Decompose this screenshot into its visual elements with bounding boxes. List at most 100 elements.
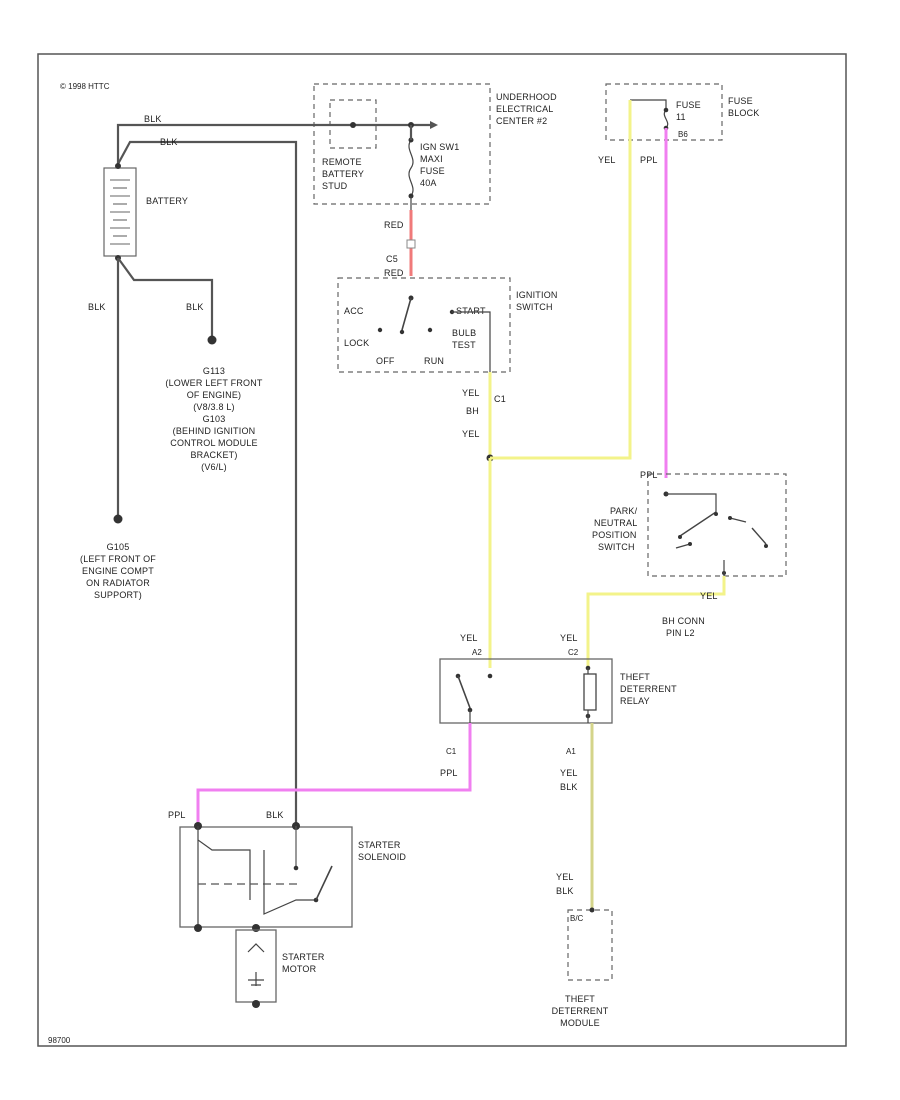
- ign-pos-start: START: [456, 306, 486, 316]
- wire-blk-ground-g113: [117, 257, 214, 340]
- pnp-label-4: SWITCH: [598, 542, 635, 552]
- ign-fuse-label-3: FUSE: [420, 166, 445, 176]
- solenoid-label-2: SOLENOID: [358, 852, 406, 862]
- svg-text:SUPPORT): SUPPORT): [94, 590, 142, 600]
- maxi-fuse-symbol: [408, 139, 414, 197]
- ign-pos-bulb-2: TEST: [452, 340, 476, 350]
- wire-label-blk-g113: BLK: [186, 302, 204, 312]
- underhood-label-1: UNDERHOOD: [496, 92, 557, 102]
- svg-text:G105: G105: [107, 542, 130, 552]
- footer-code: 98700: [48, 1036, 71, 1045]
- ign-pos-lock: LOCK: [344, 338, 369, 348]
- wire-label-yel-pnp: YEL: [700, 591, 718, 601]
- wire-label-ppl-fuse: PPL: [640, 155, 658, 165]
- svg-text:OF ENGINE): OF ENGINE): [187, 390, 242, 400]
- fuse-block-internal-line: [630, 99, 667, 110]
- starter-solenoid-box: [179, 826, 353, 928]
- pnp-label-2: NEUTRAL: [594, 518, 637, 528]
- wire-label-yel-blk-1a: YEL: [560, 768, 578, 778]
- fuse11-label-2: 11: [676, 112, 686, 122]
- pin-c1-relay-label: C1: [446, 747, 457, 756]
- wire-label-blk-g105: BLK: [88, 302, 106, 312]
- connector-c5-symbol: [406, 239, 416, 249]
- module-label-1: THEFT: [565, 994, 595, 1004]
- ground-g105-terminal: [113, 514, 123, 524]
- wire-label-yel-blk-2b: BLK: [556, 886, 574, 896]
- pnp-label-1: PARK/: [610, 506, 638, 516]
- motor-label-2: MOTOR: [282, 964, 317, 974]
- relay-coil-symbol: [583, 673, 597, 711]
- wire-label-red-2: RED: [384, 268, 404, 278]
- wire-label-yel-blk-2a: YEL: [556, 872, 574, 882]
- bh-conn-label-2: PIN L2: [666, 628, 695, 638]
- starter-motor-symbol: [247, 943, 265, 953]
- relay-label-1: THEFT: [620, 672, 650, 682]
- ground-g113-terminal: [207, 335, 217, 345]
- starter-motor-box: [235, 929, 277, 1003]
- wire-label-blk-2: BLK: [160, 137, 178, 147]
- battery-cells: [110, 179, 130, 245]
- pnp-label-3: POSITION: [592, 530, 637, 540]
- pin-a1-label: A1: [566, 747, 576, 756]
- relay-switch-blade: [457, 675, 471, 709]
- ign-pos-run: RUN: [424, 356, 444, 366]
- fuse-block-box: [605, 83, 723, 141]
- svg-text:BRACKET): BRACKET): [190, 450, 237, 460]
- svg-text:(V8/3.8 L): (V8/3.8 L): [193, 402, 235, 412]
- wire-label-blk-top: BLK: [144, 114, 162, 124]
- fuse-block-pin-label: B6: [678, 130, 688, 139]
- solenoid-internals: [197, 826, 333, 928]
- module-label-3: MODULE: [560, 1018, 600, 1028]
- theft-relay-box: [439, 658, 613, 724]
- ground-g113-text: G113 (LOWER LEFT FRONT OF ENGINE) (V8/3.…: [165, 366, 263, 472]
- svg-text:ENGINE COMPT: ENGINE COMPT: [82, 566, 154, 576]
- wire-label-ppl-relay: PPL: [440, 768, 458, 778]
- pnp-internal-line: [666, 493, 717, 512]
- underhood-center-box: [313, 83, 491, 205]
- underhood-label-3: CENTER #2: [496, 116, 547, 126]
- remote-stud-label-3: STUD: [322, 181, 348, 191]
- diagram-frame: [37, 53, 847, 1047]
- wire-yel-pnp-to-relay: [586, 576, 726, 668]
- ign-fuse-label-1: IGN SW1: [420, 142, 459, 152]
- svg-text:(V6/L): (V6/L): [201, 462, 227, 472]
- svg-text:(LEFT FRONT OF: (LEFT FRONT OF: [80, 554, 156, 564]
- battery-label: BATTERY: [146, 196, 188, 206]
- wire-label-yel-1: YEL: [462, 388, 480, 398]
- wire-ppl-relay-to-solenoid: [196, 723, 472, 826]
- svg-text:(LOWER LEFT FRONT: (LOWER LEFT FRONT: [165, 378, 263, 388]
- connector-c1-label: C1: [494, 394, 506, 404]
- ign-pos-off: OFF: [376, 356, 395, 366]
- remote-stud-label-2: BATTERY: [322, 169, 364, 179]
- remote-stud-label-1: REMOTE: [322, 157, 362, 167]
- wire-label-red-1: RED: [384, 220, 404, 230]
- svg-text:ON RADIATOR: ON RADIATOR: [86, 578, 150, 588]
- wire-yel-fuse-block: [490, 100, 632, 460]
- connector-c5-label: C5: [386, 254, 398, 264]
- ignition-switch-blade: [401, 297, 412, 331]
- wire-label-yel-2: YEL: [462, 429, 480, 439]
- pin-c2-label: C2: [568, 648, 579, 657]
- ign-fuse-label-4: 40A: [420, 178, 437, 188]
- ignition-switch-box: [337, 277, 511, 373]
- svg-text:CONTROL MODULE: CONTROL MODULE: [170, 438, 257, 448]
- connector-bh-label: BH: [466, 406, 479, 416]
- wire-label-blk-solenoid: BLK: [266, 810, 284, 820]
- solenoid-label-1: STARTER: [358, 840, 401, 850]
- svg-text:G103: G103: [203, 414, 226, 424]
- pin-bvc-label: B/C: [570, 914, 584, 923]
- pnp-switch-box: [647, 473, 787, 577]
- fuse11-label-1: FUSE: [676, 100, 701, 110]
- ign-pos-bulb-1: BULB: [452, 328, 476, 338]
- copyright-label: © 1998 HTTC: [60, 82, 110, 91]
- wire-blk-to-solenoid: [117, 140, 298, 826]
- wire-label-yel-blk-1b: BLK: [560, 782, 578, 792]
- fuse11-symbol: [663, 109, 669, 129]
- relay-label-2: DETERRENT: [620, 684, 677, 694]
- bh-conn-label-1: BH CONN: [662, 616, 705, 626]
- wire-label-ppl-solenoid: PPL: [168, 810, 186, 820]
- module-label-2: DETERRENT: [552, 1006, 609, 1016]
- fuse-block-label-2: BLOCK: [728, 108, 760, 118]
- fuse-block-label-1: FUSE: [728, 96, 753, 106]
